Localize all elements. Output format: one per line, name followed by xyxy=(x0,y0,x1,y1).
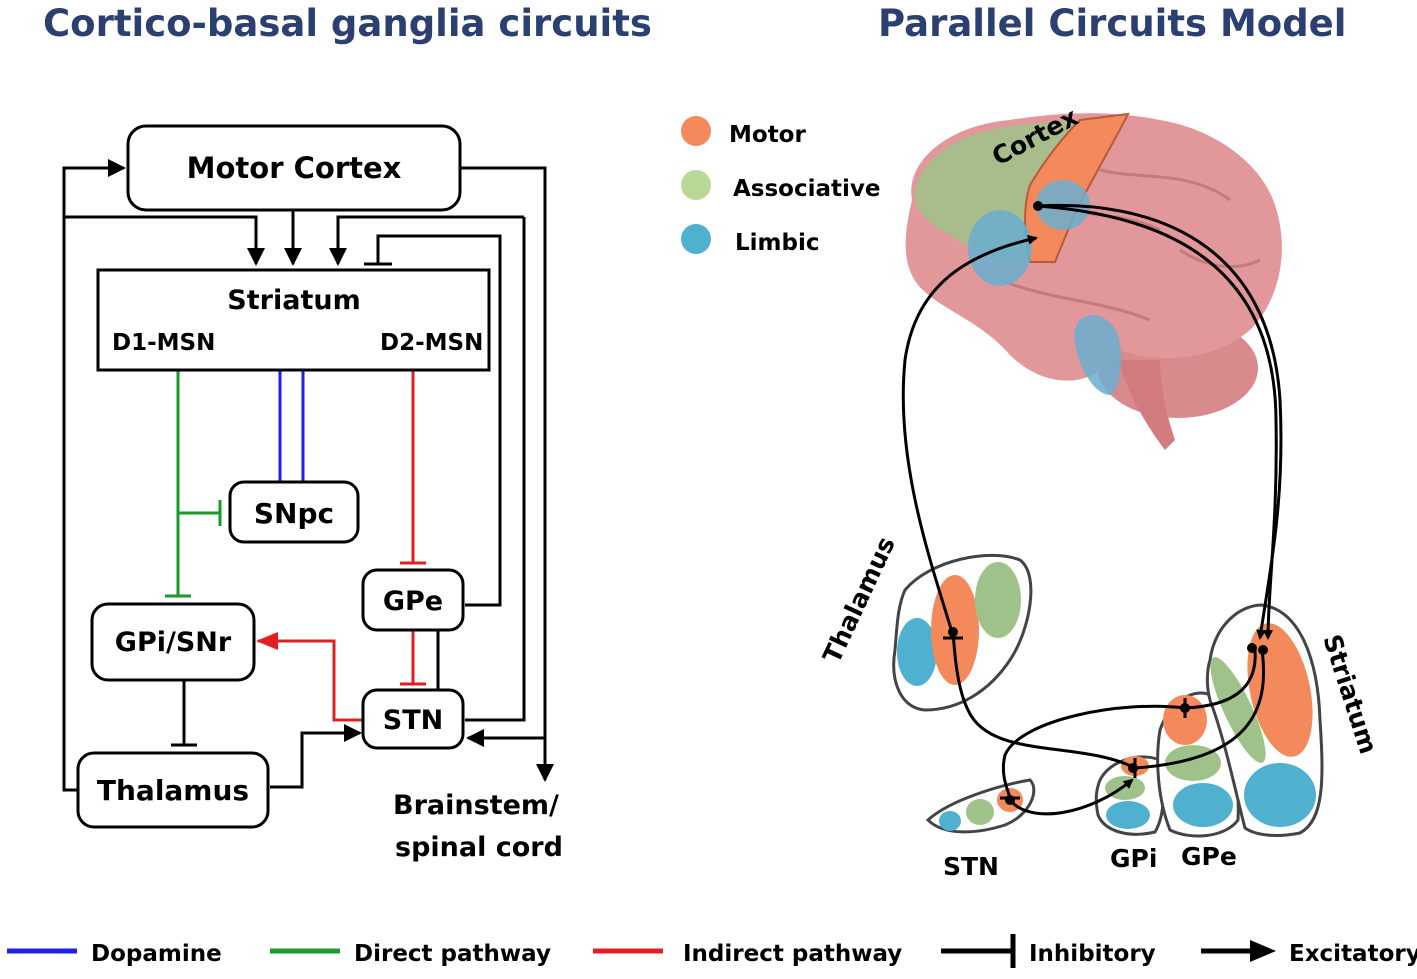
snpc-label: SNpc xyxy=(254,497,334,530)
legend-limbic-dot xyxy=(681,224,711,254)
stn-label: STN xyxy=(383,705,443,736)
thalamus-limbic xyxy=(897,618,937,686)
loop-cortex-striatum-2 xyxy=(1037,204,1278,640)
thalamus-region-label: Thalamus xyxy=(817,532,901,667)
legend-indirect-label: Indirect pathway xyxy=(683,941,902,967)
gpe-box xyxy=(361,568,465,632)
motor-cortex-box xyxy=(126,124,462,212)
striatum-structure xyxy=(1205,603,1324,837)
stn-up-line xyxy=(465,217,526,722)
legend-direct-label: Direct pathway xyxy=(354,941,551,967)
loop-thalamus-cortex xyxy=(901,234,1038,633)
loop-node-cortex xyxy=(1033,201,1043,211)
snpc-box xyxy=(228,480,360,544)
loop-node-stn xyxy=(1005,795,1015,805)
legend-limbic-label: Limbic xyxy=(735,230,820,256)
stn-limbic xyxy=(939,811,961,831)
striatum-box xyxy=(96,268,491,372)
loop-striatum-gpe xyxy=(1184,649,1257,710)
gpe-limbic xyxy=(1173,783,1233,827)
thalamus-associative xyxy=(975,562,1021,638)
legend-associative-dot xyxy=(681,170,711,200)
gpi-limbic xyxy=(1106,801,1150,829)
legend-excitatory-label: Excitatory xyxy=(1289,941,1417,967)
d1-msn-label: D1-MSN xyxy=(112,330,215,356)
associative-cortex-region xyxy=(914,120,1080,262)
bottom-legend: Dopamine Direct pathway Indirect pathway… xyxy=(7,934,1417,968)
brain-legend: Motor Associative Limbic xyxy=(681,116,881,256)
right-title: Parallel Circuits Model xyxy=(878,2,1346,45)
gpi-snr-label: GPi/SNr xyxy=(115,627,232,658)
stn-associative xyxy=(966,799,994,825)
loop-node-gpi xyxy=(1128,763,1138,773)
loop-node-striatum-a xyxy=(1247,643,1257,653)
loop-node-thalamus xyxy=(948,627,958,637)
legend-excitatory-arrowhead xyxy=(1250,940,1276,962)
indirect-stn-gpi-arrow xyxy=(256,632,363,722)
brainstem-shape xyxy=(1118,360,1175,450)
left-title: Cortico-basal ganglia circuits xyxy=(43,2,652,45)
legend-motor-label: Motor xyxy=(729,122,806,148)
loop-gpe-stn xyxy=(1001,704,1186,799)
loop-stn-gpi xyxy=(1008,778,1134,816)
gpi-snr-box xyxy=(90,602,256,682)
striatum-label: Striatum xyxy=(227,285,360,316)
striatum-region-label: Striatum xyxy=(1317,631,1383,757)
brainstem-label-line2: spinal cord xyxy=(395,832,563,863)
thalamus-label: Thalamus xyxy=(97,774,249,807)
brainstem-label-line1: Brainstem/ xyxy=(393,790,559,821)
brain-illustration xyxy=(905,112,1282,450)
gpe-region-label: GPe xyxy=(1181,842,1237,871)
limbic-region-3 xyxy=(1074,315,1122,395)
cortex-brainstem-arrow xyxy=(460,166,554,782)
stn-box xyxy=(361,688,465,750)
thalamus-cortex-arrow xyxy=(62,159,126,792)
thalamus-striatum-arrow xyxy=(64,215,265,266)
d2-msn-label: D2-MSN xyxy=(380,330,483,356)
thalamus-box xyxy=(76,751,270,829)
thalamus-structure xyxy=(892,553,1033,712)
gpi-region-label: GPi xyxy=(1110,844,1157,873)
loop-gpi-thalamus xyxy=(951,631,1136,770)
brain-circuit-loop xyxy=(901,201,1283,816)
gpe-striatum-line xyxy=(376,234,502,607)
legend-dopamine-label: Dopamine xyxy=(91,941,222,967)
stn-striatum-arrow xyxy=(329,215,524,266)
legend-motor-dot xyxy=(681,116,711,146)
stn-region-label: STN xyxy=(943,852,999,881)
legend-inhibitory-label: Inhibitory xyxy=(1029,941,1156,967)
circuit-diagram: Motor Cortex Striatum D1-MSN D2-MSN SNpc… xyxy=(62,124,563,863)
loop-node-gpe xyxy=(1180,703,1190,713)
legend-associative-label: Associative xyxy=(733,176,881,202)
thalamus-stn-arrow xyxy=(270,724,362,789)
loop-node-striatum-b xyxy=(1258,645,1268,655)
loop-striatum-gpi xyxy=(1134,649,1266,770)
motor-cortex-label: Motor Cortex xyxy=(187,151,402,185)
striatum-limbic xyxy=(1244,763,1316,827)
gpe-label: GPe xyxy=(383,586,443,617)
striatum-associative xyxy=(1210,657,1266,763)
